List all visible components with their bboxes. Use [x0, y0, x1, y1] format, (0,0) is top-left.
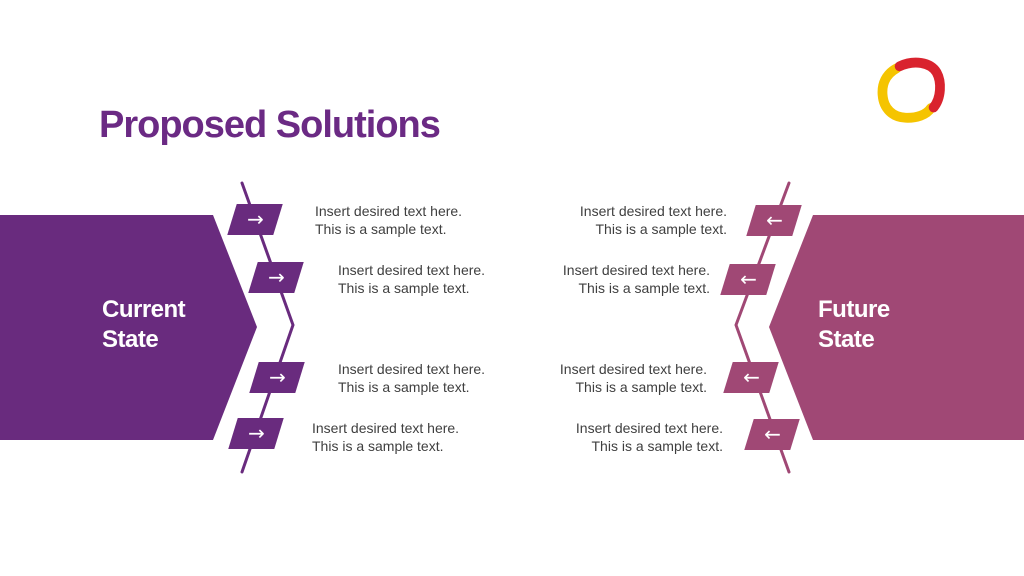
text-item-left-1: Insert desired text here. This is a samp… — [315, 202, 515, 238]
text-line-1: Insert desired text here. — [338, 361, 486, 377]
text-item-right-1: Insert desired text here. This is a samp… — [527, 202, 727, 238]
arrow-left-icon: ← — [765, 207, 783, 232]
arrow-right-icon: → — [268, 364, 286, 389]
milestone-marker-left-2: → — [248, 262, 304, 293]
arrow-right-icon: → — [247, 420, 265, 445]
text-line-1: Insert desired text here. — [559, 361, 707, 377]
arrow-left-icon: ← — [763, 421, 781, 446]
current-state-chevron-shape — [0, 215, 257, 440]
text-item-right-2: Insert desired text here. This is a samp… — [510, 261, 710, 297]
arrow-right-icon: → — [267, 264, 285, 289]
text-item-left-4: Insert desired text here. This is a samp… — [312, 419, 512, 455]
arrow-left-icon: ← — [742, 364, 760, 389]
text-line-2: This is a sample text. — [338, 280, 470, 296]
text-line-1: Insert desired text here. — [312, 420, 460, 436]
milestone-marker-right-3: ← — [723, 362, 779, 393]
text-line-1: Insert desired text here. — [315, 203, 463, 219]
text-item-right-4: Insert desired text here. This is a samp… — [523, 419, 723, 455]
text-line-2: This is a sample text. — [338, 379, 470, 395]
milestone-marker-left-1: → — [227, 204, 283, 235]
brand-logo-icon — [877, 57, 945, 123]
text-line-2: This is a sample text. — [578, 280, 711, 296]
text-line-1: Insert desired text here. — [338, 262, 486, 278]
text-line-2: This is a sample text. — [312, 438, 444, 454]
current-state-label: Current State — [102, 296, 186, 353]
milestone-marker-right-1: ← — [746, 205, 802, 236]
page-title: Proposed Solutions — [99, 104, 441, 146]
milestone-marker-right-2: ← — [720, 264, 776, 295]
text-line-2: This is a sample text. — [575, 379, 708, 395]
text-line-2: This is a sample text. — [315, 221, 447, 237]
text-item-left-2: Insert desired text here. This is a samp… — [338, 261, 538, 297]
arrow-left-icon: ← — [739, 266, 757, 291]
milestone-marker-right-4: ← — [744, 419, 800, 450]
text-line-1: Insert desired text here. — [579, 203, 727, 219]
text-item-left-3: Insert desired text here. This is a samp… — [338, 360, 538, 396]
milestone-marker-left-4: → — [228, 418, 284, 449]
text-line-2: This is a sample text. — [591, 438, 724, 454]
text-line-1: Insert desired text here. — [575, 420, 723, 436]
text-line-2: This is a sample text. — [595, 221, 728, 237]
future-state-label: Future State — [818, 296, 890, 353]
future-state-chevron-shape — [769, 215, 1024, 440]
milestone-marker-left-3: → — [249, 362, 305, 393]
logo-red-arc — [894, 57, 945, 113]
text-item-right-3: Insert desired text here. This is a samp… — [507, 360, 707, 396]
logo-yellow-arc — [877, 63, 936, 123]
arrow-right-icon: → — [246, 206, 264, 231]
text-line-1: Insert desired text here. — [562, 262, 710, 278]
